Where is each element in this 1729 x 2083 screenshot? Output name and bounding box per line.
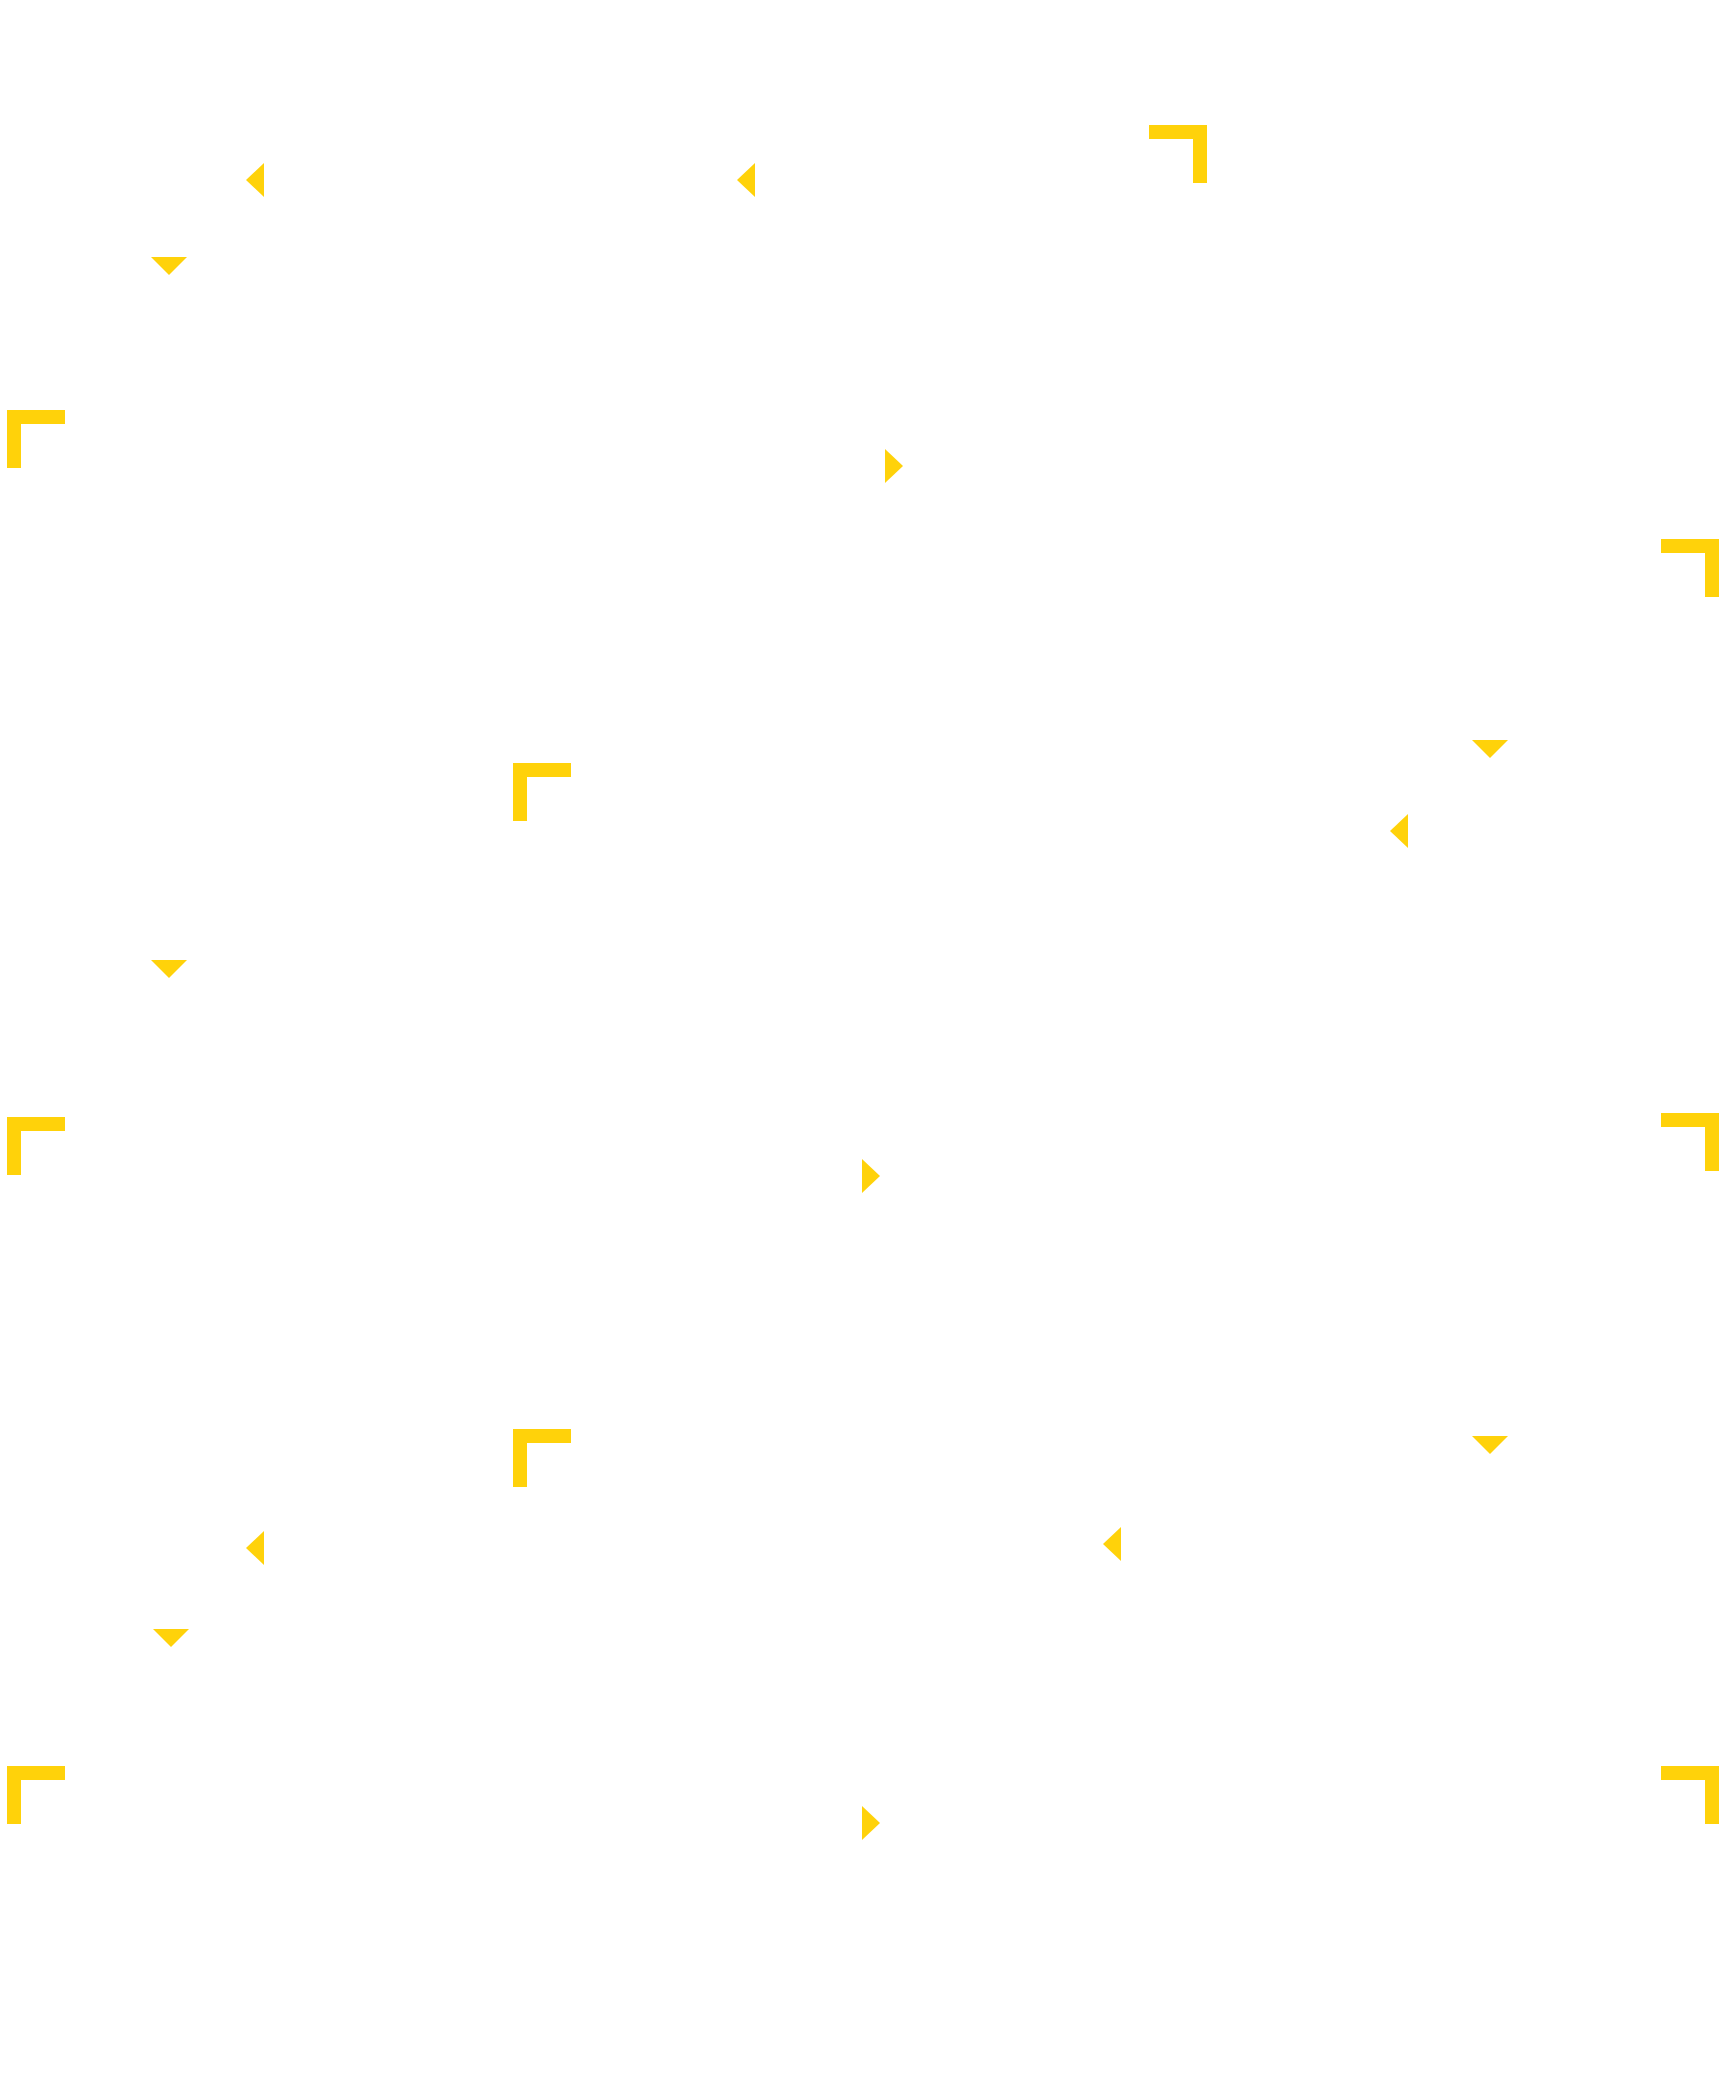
corner-bracket-top-right-icon: [1661, 1766, 1719, 1824]
corner-bracket-top-right-icon: [1661, 539, 1719, 597]
chevron-down-icon: [1472, 740, 1508, 758]
corner-bracket-top-right-icon: [1661, 1113, 1719, 1171]
chevron-left-icon: [1390, 814, 1408, 848]
chevron-left-icon: [246, 163, 264, 197]
chevron-left-icon: [246, 1531, 264, 1565]
corner-bracket-top-left-icon: [7, 410, 65, 468]
chevron-down-icon: [151, 960, 187, 978]
corner-bracket-top-left-icon: [7, 1117, 65, 1175]
chevron-down-icon: [1472, 1436, 1508, 1454]
corner-bracket-top-left-icon: [7, 1766, 65, 1824]
chevron-down-icon: [151, 257, 187, 275]
chevron-down-icon: [153, 1629, 189, 1647]
chevron-right-icon: [862, 1159, 880, 1193]
chevron-left-icon: [1103, 1527, 1121, 1561]
chevron-right-icon: [885, 449, 903, 483]
chevron-right-icon: [862, 1806, 880, 1840]
corner-bracket-top-right-icon: [1149, 125, 1207, 183]
corner-bracket-top-left-icon: [513, 763, 571, 821]
chevron-left-icon: [737, 163, 755, 197]
corner-bracket-top-left-icon: [513, 1429, 571, 1487]
